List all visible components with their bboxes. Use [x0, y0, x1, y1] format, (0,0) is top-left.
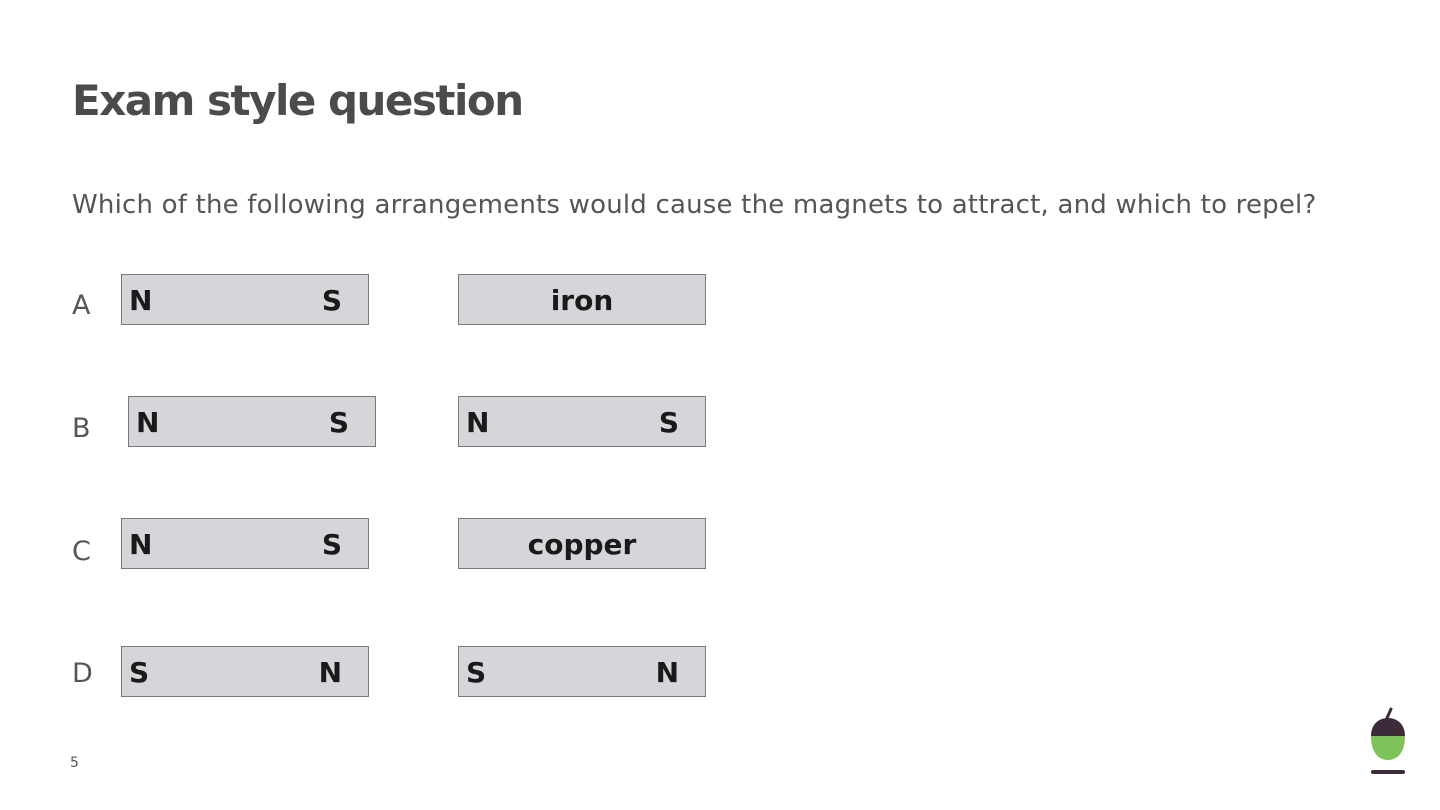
acorn-icon	[1364, 706, 1412, 778]
magnet-a-left: N S	[121, 274, 369, 325]
magnet-b-left: N S	[128, 396, 376, 447]
slide-title: Exam style question	[72, 76, 524, 125]
page-number: 5	[70, 755, 79, 771]
magnet-pole: S	[466, 656, 487, 689]
magnet-pole: S	[321, 528, 342, 561]
magnet-pole: S	[328, 406, 349, 439]
magnet-b-right: N S	[458, 396, 706, 447]
magnet-pole: S	[658, 406, 679, 439]
material-label: iron	[550, 284, 614, 317]
magnet-pole: N	[136, 406, 160, 439]
magnet-d-right: S N	[458, 646, 706, 697]
magnet-pole: N	[129, 528, 153, 561]
material-block-iron: iron	[458, 274, 706, 325]
material-label: copper	[527, 528, 637, 561]
magnet-pole: S	[129, 656, 150, 689]
magnet-d-left: S N	[121, 646, 369, 697]
magnet-pole: N	[466, 406, 490, 439]
question-text: Which of the following arrangements woul…	[72, 190, 1317, 220]
option-letter-b: B	[72, 413, 91, 444]
option-letter-d: D	[72, 658, 93, 689]
option-letter-a: A	[72, 290, 91, 321]
magnet-pole: S	[321, 284, 342, 317]
option-letter-c: C	[72, 536, 91, 567]
magnet-pole: N	[318, 656, 342, 689]
magnet-pole: N	[655, 656, 679, 689]
material-block-copper: copper	[458, 518, 706, 569]
magnet-c-left: N S	[121, 518, 369, 569]
magnet-pole: N	[129, 284, 153, 317]
